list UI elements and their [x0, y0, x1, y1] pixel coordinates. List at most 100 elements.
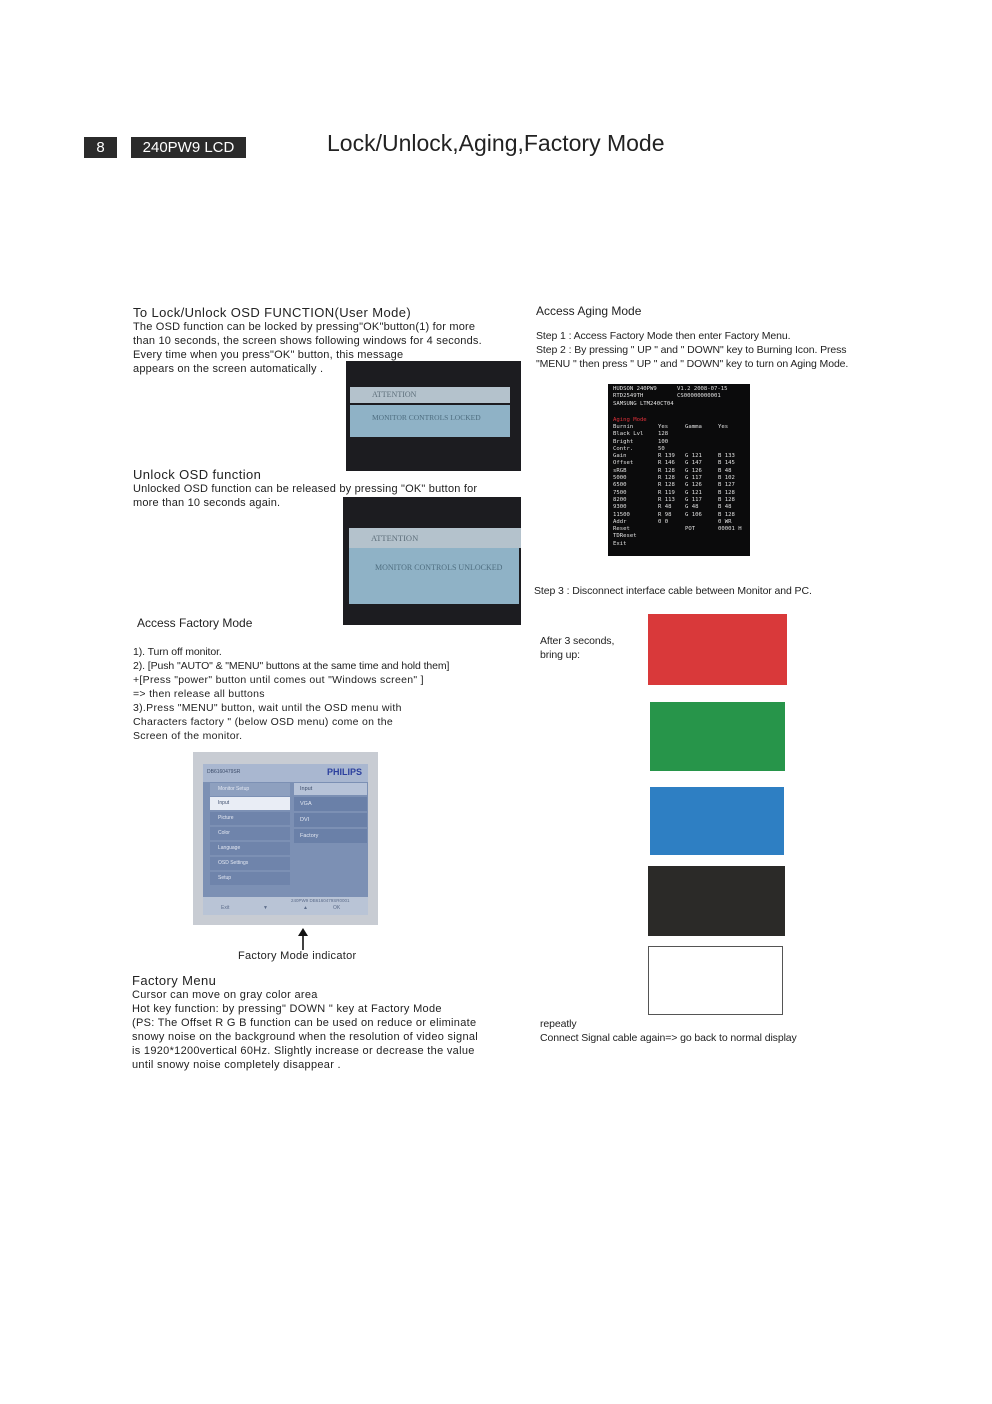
factory-table-cell: B 127 — [718, 482, 735, 489]
aging-heading: Access Aging Mode — [536, 304, 642, 318]
osd-menu-top-bar: DB6160479SR PHILIPS — [203, 764, 368, 782]
aging-repeat-text: repeatly Connect Signal cable again=> go… — [540, 1017, 797, 1045]
factory-table-cell: 0 WR — [718, 518, 732, 525]
factory-aging-label: Aging Mode — [613, 417, 647, 423]
osd-menu-item-setup[interactable]: Setup — [210, 872, 290, 885]
factory-table-cell: R 48 — [658, 504, 672, 511]
factory-table-cell: R 128 — [658, 482, 675, 489]
factory-table-cell: G 126 — [685, 467, 702, 474]
factory-table-cell: 00001 H — [718, 526, 742, 533]
osd-menu-item-language[interactable]: Language — [210, 842, 290, 855]
lock-line: than 10 seconds, the screen shows follow… — [133, 335, 482, 347]
lock-heading: To Lock/Unlock OSD FUNCTION(User Mode) — [133, 305, 412, 320]
factory-table-cell: Exit — [613, 540, 627, 547]
aging-after-line: After 3 seconds, — [540, 635, 615, 647]
osd-menu-panel: DB6160479SR PHILIPS Monitor Setup Input … — [203, 764, 368, 897]
factory-table-cell: R 119 — [658, 489, 675, 496]
osd-menu-item-osd-settings[interactable]: OSD Settings — [210, 857, 290, 870]
page-number: 8 — [84, 137, 117, 158]
factory-menu-line: is 1920*1200vertical 60Hz. Slightly incr… — [132, 1045, 475, 1057]
unlock-line: more than 10 seconds again. — [133, 497, 281, 509]
factory-table-cell: R 146 — [658, 460, 675, 467]
osd-factory-indicator: 240PW9 DB6160479SR0001 — [291, 898, 350, 903]
factory-header-line: RTD2549TH CS00000000001 — [613, 393, 721, 400]
white-screen-swatch — [648, 946, 783, 1015]
factory-access-line: 1). Turn off monitor. — [133, 646, 222, 658]
osd-menu-item-picture[interactable]: Picture — [210, 812, 290, 825]
osd-attention-title: ATTENTION — [349, 528, 521, 548]
factory-mode-indicator-label: Factory Mode indicator — [238, 950, 357, 962]
factory-table-cell: 6500 — [613, 482, 627, 489]
factory-header-line: HUDSON 240PW9 V1.2 2008-07-15 — [613, 386, 728, 392]
osd-unlocked-photo: ATTENTION MONITOR CONTROLS UNLOCKED — [343, 497, 521, 625]
factory-table-cell: Yes — [658, 424, 669, 430]
aging-after-line: bring up: — [540, 649, 580, 661]
factory-menu-text: Cursor can move on gray color area Hot k… — [132, 988, 478, 1072]
factory-table-cell: G 126 — [685, 482, 702, 489]
factory-table-cell: R 128 — [658, 475, 675, 482]
osd-menu-item-input[interactable]: Input — [210, 797, 290, 810]
lock-text: The OSD function can be locked by pressi… — [133, 320, 482, 376]
arrow-up-icon — [298, 928, 308, 950]
factory-menu-line: Hot key function: by pressing" DOWN " ke… — [132, 1003, 442, 1015]
factory-table-cell: G 106 — [685, 511, 702, 518]
model-label: 240PW9 LCD — [131, 137, 246, 158]
factory-table-cell: G 117 — [685, 475, 702, 482]
osd-ok-label: OK — [333, 905, 341, 911]
osd-attention-title: ATTENTION — [350, 387, 510, 403]
osd-down-label: ▼ — [263, 905, 268, 911]
blue-screen-swatch — [650, 787, 784, 855]
factory-table-cell: R 128 — [658, 467, 675, 474]
factory-table-cell: B 48 — [718, 467, 732, 474]
aging-repeat-line: Connect Signal cable again=> go back to … — [540, 1032, 797, 1044]
aging-step: "MENU " then press " UP " and " DOWN" ke… — [536, 358, 849, 370]
factory-table-cell: 9300 — [613, 504, 627, 511]
osd-sub-item-factory[interactable]: Factory — [294, 829, 367, 843]
factory-table-cell: Yes — [718, 424, 729, 430]
factory-menu-line: (PS: The Offset R G B function can be us… — [132, 1017, 477, 1029]
factory-menu-heading: Factory Menu — [132, 973, 217, 988]
factory-access-line: => then release all buttons — [133, 688, 265, 700]
factory-table-cell: 100 — [658, 438, 669, 445]
factory-table-cell: 11500 — [613, 511, 630, 518]
lock-line: The OSD function can be locked by pressi… — [133, 321, 476, 333]
factory-table-cell: R 139 — [658, 453, 675, 460]
factory-table-cell: B 145 — [718, 460, 735, 467]
green-screen-swatch — [650, 702, 785, 771]
osd-unlocked-message: MONITOR CONTROLS UNLOCKED — [349, 548, 519, 604]
osd-bottom-bar: Exit ▼ 240PW9 DB6160479SR0001 ▲ OK — [203, 897, 368, 915]
factory-access-line: +[Press "power" button until comes out "… — [133, 674, 424, 686]
factory-table-cell: G 117 — [685, 496, 702, 503]
factory-table-cell: 0 0 — [658, 518, 669, 525]
factory-menu-line: until snowy noise completely disappear . — [132, 1059, 341, 1071]
unlock-heading: Unlock OSD function — [133, 467, 262, 482]
factory-access-text: 1). Turn off monitor. 2). [Push "AUTO" &… — [133, 645, 513, 743]
osd-sub-item-dvi[interactable]: DVI — [294, 813, 367, 827]
factory-table-cell: TDReset — [613, 533, 637, 540]
factory-table-cell: R 113 — [658, 496, 675, 503]
unlock-line: Unlocked OSD function can be released by… — [133, 483, 478, 495]
osd-sub-header: Input — [294, 783, 367, 795]
lock-line: Every time when you press"OK" button, th… — [133, 349, 404, 361]
osd-sub-item-vga[interactable]: VGA — [294, 797, 367, 811]
aging-step3: Step 3 : Disconnect interface cable betw… — [534, 585, 812, 597]
aging-repeat-line: repeatly — [540, 1018, 577, 1030]
factory-table-cell: 128 — [658, 431, 669, 438]
factory-table-cell: R 98 — [658, 511, 672, 518]
osd-locked-photo: ATTENTION MONITOR CONTROLS LOCKED — [346, 361, 521, 471]
factory-table-cell: G 48 — [685, 504, 699, 511]
factory-table-cell: 8200 — [613, 496, 627, 503]
osd-menu-item-color[interactable]: Color — [210, 827, 290, 840]
factory-table-cell: 7500 — [613, 489, 627, 496]
lock-line: appears on the screen automatically . — [133, 363, 324, 375]
factory-header-line: SAMSUNG LTM240CT04 — [613, 400, 674, 407]
factory-menu-line: snowy noise on the background when the r… — [132, 1031, 479, 1043]
factory-table-cell: Contr. — [613, 445, 634, 452]
factory-table-cell: Bright — [613, 438, 634, 445]
factory-access-line: Characters factory " (below OSD menu) co… — [133, 716, 394, 728]
osd-up-label: ▲ — [303, 905, 308, 911]
factory-table-cell: B 102 — [718, 475, 735, 482]
factory-access-heading: Access Factory Mode — [137, 616, 253, 630]
factory-table-cell: G 121 — [685, 453, 702, 460]
